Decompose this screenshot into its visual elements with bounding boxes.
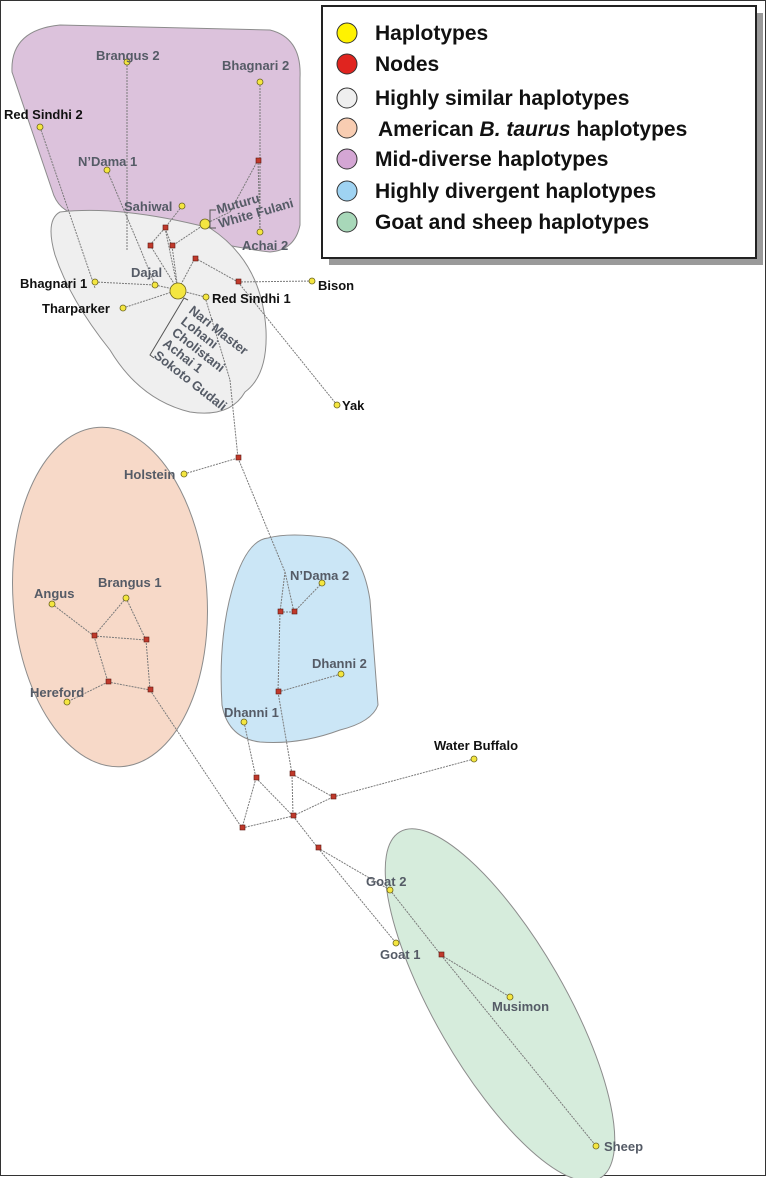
- label-sahiwal: Sahiwal: [124, 199, 172, 214]
- legend-label-mid-diverse: Mid-diverse haplotypes: [375, 148, 608, 171]
- network-edges: [39, 62, 597, 1147]
- haplotype-goat2: [386, 886, 394, 894]
- label-musimon: Musimon: [492, 999, 549, 1014]
- region-goat-sheep: [384, 828, 616, 1178]
- haplotype-bhagnari1: [91, 278, 99, 286]
- label-angus: Angus: [34, 586, 74, 601]
- haplotype-large-shared: [169, 282, 187, 300]
- label-bison: Bison: [318, 278, 354, 293]
- legend-swatch-mid-diverse: [336, 148, 358, 170]
- haplotype-dhanni2: [337, 670, 345, 678]
- node-marker: [169, 242, 176, 249]
- bracket-breed-list: [149, 297, 189, 359]
- haplotype-brangus1: [122, 594, 130, 602]
- legend-label-nodes: Nodes: [375, 53, 439, 76]
- haplotype-sheep: [592, 1142, 600, 1150]
- label-water-buffalo: Water Buffalo: [434, 738, 518, 753]
- label-hereford: Hereford: [30, 685, 84, 700]
- legend-label-american: American B. taurus haplotypes: [378, 118, 687, 141]
- label-dhanni1: Dhanni 1: [224, 705, 279, 720]
- node-marker: [105, 678, 112, 685]
- node-marker: [239, 824, 246, 831]
- haplotype-musimon: [506, 993, 514, 1001]
- legend-swatch-highly-similar: [336, 87, 358, 109]
- haplotype-dhanni1: [240, 718, 248, 726]
- node-marker: [143, 636, 150, 643]
- node-marker: [235, 454, 242, 461]
- node-marker: [291, 608, 298, 615]
- group-regions: [11, 24, 616, 1178]
- haplotype-markers: [36, 58, 600, 1150]
- haplotype-muturu-white-fulani: [199, 218, 211, 230]
- region-american: [12, 426, 208, 768]
- legend-label-highly-similar: Highly similar haplotypes: [375, 87, 629, 110]
- haplotype-ndama1: [103, 166, 111, 174]
- haplotype-water-buffalo: [470, 755, 478, 763]
- node-marker: [162, 224, 169, 231]
- node-marker: [289, 770, 296, 777]
- label-brangus2: Brangus 2: [96, 48, 160, 63]
- label-holstein: Holstein: [124, 467, 175, 482]
- label-ndama2: N’Dama 2: [290, 568, 349, 583]
- haplotype-angus: [48, 600, 56, 608]
- label-achai2: Achai 2: [242, 238, 288, 253]
- label-red-sindhi1: Red Sindhi 1: [212, 291, 291, 306]
- haplotype-holstein: [180, 470, 188, 478]
- node-marker: [277, 608, 284, 615]
- legend-label-haplotypes: Haplotypes: [375, 22, 488, 45]
- legend-swatch-american: [336, 117, 358, 139]
- label-bhagnari2: Bhagnari 2: [222, 58, 289, 73]
- node-marker: [255, 157, 262, 164]
- node-marker: [290, 812, 297, 819]
- haplotype-sahiwal: [178, 202, 186, 210]
- node-marker: [91, 632, 98, 639]
- label-brangus1: Brangus 1: [98, 575, 162, 590]
- legend-label-goat-sheep: Goat and sheep haplotypes: [375, 211, 649, 234]
- node-marker: [147, 686, 154, 693]
- label-bhagnari1: Bhagnari 1: [20, 276, 87, 291]
- node-marker: [315, 844, 322, 851]
- label-dajal: Dajal: [131, 265, 162, 280]
- haplotype-ndama2: [318, 579, 326, 587]
- haplotype-dajal: [151, 281, 159, 289]
- region-divergent: [220, 534, 379, 743]
- label-goat2: Goat 2: [366, 874, 406, 889]
- node-marker: [275, 688, 282, 695]
- mutation-nodes: [91, 157, 445, 958]
- haplotype-brangus2: [123, 58, 131, 66]
- haplotype-achai2: [256, 228, 264, 236]
- node-marker: [235, 278, 242, 285]
- label-ndama1: N’Dama 1: [78, 154, 137, 169]
- label-yak: Yak: [342, 398, 365, 413]
- legend: Haplotypes Nodes Highly similar haplotyp…: [321, 5, 763, 265]
- label-dhanni2: Dhanni 2: [312, 656, 367, 671]
- node-marker: [147, 242, 154, 249]
- label-red-sindhi2: Red Sindhi 2: [4, 107, 83, 122]
- legend-box: [321, 5, 757, 259]
- haplotype-bhagnari2: [256, 78, 264, 86]
- haplotype-red-sindhi1: [202, 293, 210, 301]
- legend-swatch-haplotypes: [336, 22, 358, 44]
- node-marker: [438, 951, 445, 958]
- haplotype-tharparker: [119, 304, 127, 312]
- haplotype-hereford: [63, 698, 71, 706]
- haplotype-red-sindhi2: [36, 123, 44, 131]
- node-marker: [253, 774, 260, 781]
- haplotype-bison: [308, 277, 316, 285]
- legend-swatch-nodes: [336, 53, 358, 75]
- label-tharparker: Tharparker: [42, 301, 110, 316]
- node-marker: [330, 793, 337, 800]
- legend-swatch-divergent: [336, 180, 358, 202]
- legend-label-divergent: Highly divergent haplotypes: [375, 180, 656, 203]
- node-marker: [192, 255, 199, 262]
- haplotype-goat1: [392, 939, 400, 947]
- bracket-muturu-white-fulani: [209, 209, 216, 229]
- haplotype-yak: [333, 401, 341, 409]
- label-sheep: Sheep: [604, 1139, 643, 1154]
- label-goat1: Goat 1: [380, 947, 420, 962]
- legend-swatch-goat-sheep: [336, 211, 358, 233]
